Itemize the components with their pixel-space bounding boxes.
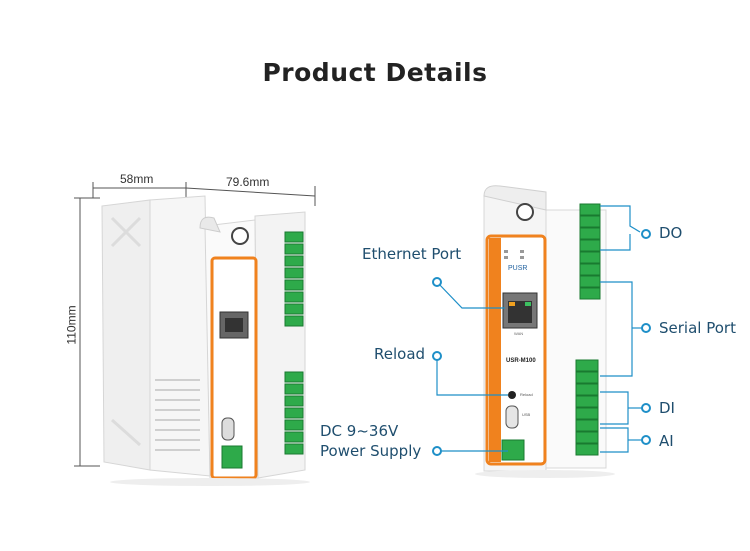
di-callout: DI [659,399,675,417]
device-reload-label: Reload [520,392,533,397]
power-supply-callout-line2: Power Supply [320,442,422,460]
left-device [101,195,310,486]
serial-port-callout: Serial Port [659,319,736,337]
power-supply-callout-line1: DC 9~36V [320,422,399,440]
power-callout-dot [432,446,442,456]
serial-callout-dot [641,323,651,333]
reload-callout-dot [432,351,442,361]
depth-dimension-label: 58mm [120,172,154,186]
ethernet-callout-dot [432,277,442,287]
ethernet-port-callout: Ethernet Port [362,245,462,263]
do-callout-dot [641,229,651,239]
ai-callout-dot [641,435,651,445]
page-title: Product Details [262,58,488,87]
device-usb-label: USB [522,412,531,417]
right-device [475,185,615,478]
device-model-label: USR-M100 [506,358,536,364]
device-brand-label: PUSR [508,265,528,272]
do-callout: DO [659,224,683,242]
device-wan-label: WAN [514,331,524,336]
reload-callout: Reload [374,345,426,363]
width-dimension-label: 79.6mm [226,175,270,189]
ai-callout: AI [659,432,674,450]
di-callout-dot [641,403,651,413]
